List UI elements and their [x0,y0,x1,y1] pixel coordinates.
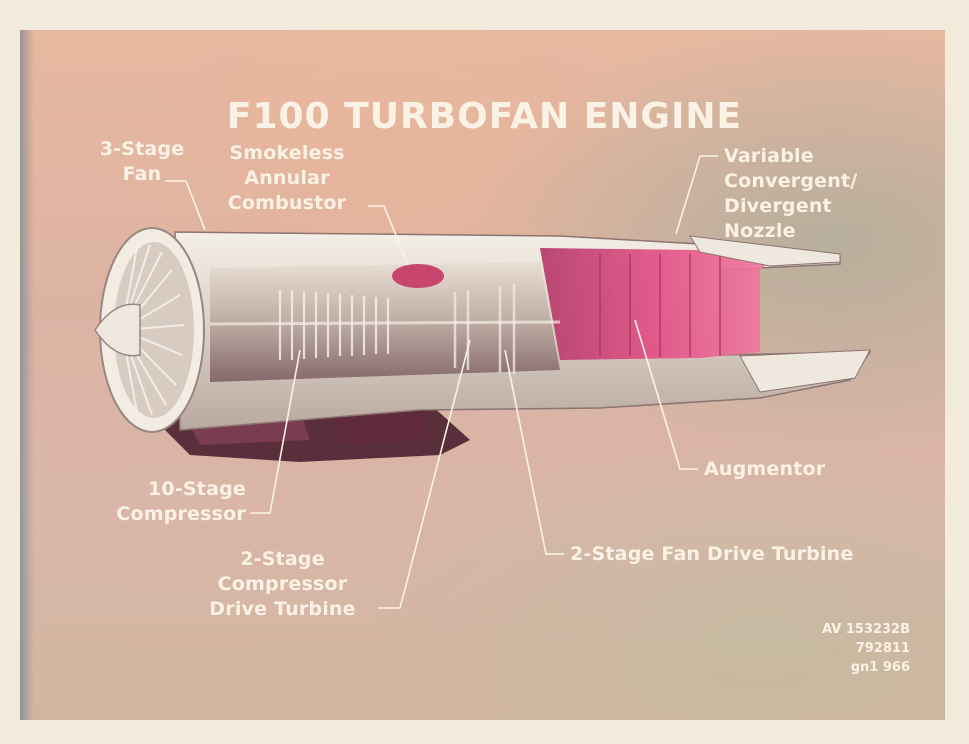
label-fan: 3-Stage Fan [99,138,185,185]
nozzle-upper-flap [689,235,841,267]
label-augmentor: Augmentor [704,458,826,480]
leader-fan [165,180,206,231]
leader-nozzle [675,155,718,235]
leader-compressor-turbine [378,339,471,609]
augmentor-section [540,248,770,360]
reference-code: AV 153232B 792811 gn1 966 [822,622,910,675]
leader-fan-turbine [504,349,564,555]
nose-spinner [94,303,141,357]
leader-lines [165,155,718,609]
label-compressor-drive-turbine: 2-Stage Compressor Drive Turbine [209,548,356,620]
diagram-title: F100 TURBOFAN ENGINE [226,96,743,137]
nozzle-lower-flap [739,349,871,393]
label-fan-drive-turbine: 2-Stage Fan Drive Turbine [570,543,854,565]
leader-augmentor [634,319,698,470]
label-combustor: Smokeless Annular Combustor [227,142,347,214]
turbine-stages [453,284,516,374]
label-nozzle: Variable Convergent/ Divergent Nozzle [724,145,858,242]
leader-compressor [250,349,301,514]
leader-combustor [368,205,409,266]
label-compressor: 10-Stage Compressor [116,478,246,525]
combustor [392,264,444,288]
